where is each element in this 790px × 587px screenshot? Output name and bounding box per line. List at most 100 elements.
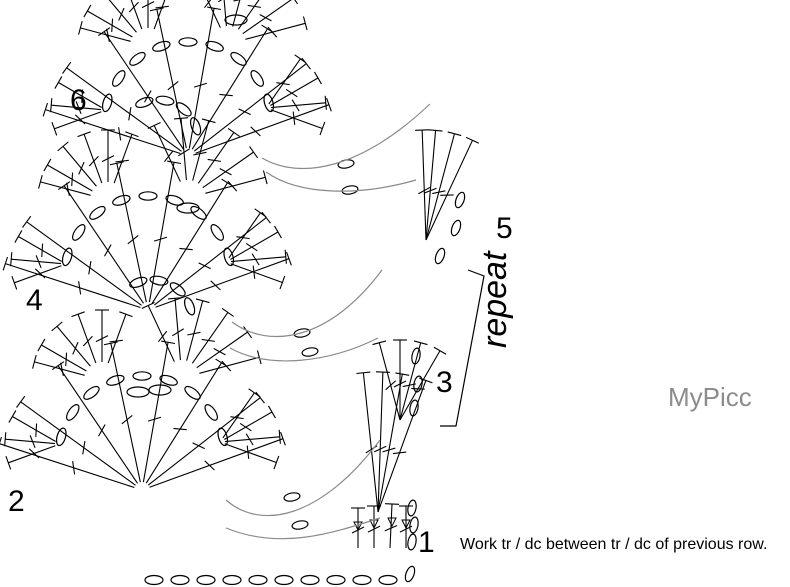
chain-stitch <box>64 403 81 423</box>
chain-stitch <box>203 403 220 423</box>
chain-stitches <box>55 0 467 584</box>
stitch-stem <box>148 305 174 361</box>
stitch-top <box>17 396 25 407</box>
stitch-slash <box>42 244 43 257</box>
turning-paths <box>226 104 430 539</box>
stitch-top <box>174 118 188 119</box>
chain-stitch <box>155 95 174 106</box>
stitch-stem <box>47 165 92 191</box>
stitch-stem <box>221 0 226 26</box>
stitch-top <box>262 212 271 223</box>
chain-stitch <box>177 203 199 213</box>
stitch-slash <box>109 340 122 342</box>
stitch-slash <box>36 424 37 437</box>
stitch-slash <box>386 381 396 390</box>
stitch-stem <box>14 266 61 283</box>
stitch-top <box>295 55 306 63</box>
stitch-stem <box>0 444 134 488</box>
stitch-slash <box>193 443 205 449</box>
stitch-slash <box>199 263 211 269</box>
stitch-top <box>285 250 286 264</box>
stitch-top <box>63 62 71 73</box>
stitch-stem <box>108 314 126 363</box>
stitch-top <box>302 58 311 69</box>
stitch-top <box>256 392 265 403</box>
chain-stitch <box>407 499 418 516</box>
stitch-slash <box>173 428 186 429</box>
chain-stitch <box>105 374 125 388</box>
stitch-slash <box>112 19 113 32</box>
stitch-stem <box>18 237 61 262</box>
chain-stitch <box>223 576 241 585</box>
stitch-stem <box>114 134 132 183</box>
stitch-stem <box>104 32 183 150</box>
stitch-top <box>58 142 69 151</box>
chain-stitch <box>127 387 149 397</box>
chain-stitch <box>404 565 417 583</box>
stitch-slash <box>268 27 277 37</box>
stitch-top <box>268 406 275 418</box>
stitch-arrow <box>388 518 396 526</box>
stitch-top <box>314 72 321 84</box>
stitch-slash <box>66 353 67 366</box>
stitch-slash <box>129 2 138 12</box>
stitch-stem <box>41 345 86 371</box>
chain-stitch <box>327 576 345 585</box>
chain-stitch <box>301 576 319 585</box>
stitch-top <box>38 339 45 351</box>
stitch-stem <box>194 64 306 151</box>
turning-path <box>262 104 430 169</box>
stitch-top <box>429 130 443 131</box>
stitch-slash <box>122 415 132 423</box>
stitch-top <box>287 252 292 265</box>
stitch-top <box>23 216 31 227</box>
chain-stitch <box>225 15 247 25</box>
stitch-stem <box>84 134 102 183</box>
turning-path <box>266 172 416 191</box>
stitch-slash <box>222 361 231 371</box>
chain-stitch <box>168 280 187 298</box>
stitch-top <box>52 322 63 331</box>
stitch-slash <box>251 127 261 136</box>
stitch-top <box>327 98 332 111</box>
chain-stitch <box>151 40 171 54</box>
stitch-top <box>12 276 17 289</box>
stitch-top <box>279 430 280 444</box>
row-number-3: 3 <box>436 368 453 398</box>
stitch-stem <box>154 218 266 305</box>
stitch-top <box>434 347 446 354</box>
stitch-stem <box>154 0 172 29</box>
stitch-stem <box>58 366 137 484</box>
stitch-slash <box>239 109 251 115</box>
stitch-stem <box>225 444 277 463</box>
chain-stitch <box>407 533 418 550</box>
stitch-top <box>325 96 326 110</box>
chain-stitch <box>55 427 68 447</box>
chain-stitch <box>450 219 463 237</box>
chain-stitch <box>111 194 131 208</box>
stitch-top <box>71 312 84 317</box>
row-number-6: 6 <box>70 86 87 116</box>
stitch-top <box>228 128 239 136</box>
chain-stitch <box>139 192 157 200</box>
chain-stitch <box>179 38 197 46</box>
stitch-stem <box>64 186 143 304</box>
chain-stitch <box>183 296 197 316</box>
stitch-top <box>15 230 22 242</box>
chain-stitch <box>249 576 267 585</box>
chain-stitch <box>110 69 127 89</box>
row-number-4: 4 <box>26 286 43 316</box>
stitch-stem <box>143 342 168 482</box>
stitch-top <box>249 389 260 397</box>
stitch-stem <box>103 0 136 32</box>
chain-stitch <box>128 50 147 68</box>
stitch-stem <box>80 28 130 41</box>
chain-stitch <box>379 576 397 585</box>
stitch-top <box>356 372 370 373</box>
stitch-stem <box>157 9 187 148</box>
stitch-top <box>119 312 132 317</box>
stitch-stem <box>422 130 426 240</box>
stitch-stem <box>12 417 55 442</box>
stitch-slash <box>247 446 249 459</box>
